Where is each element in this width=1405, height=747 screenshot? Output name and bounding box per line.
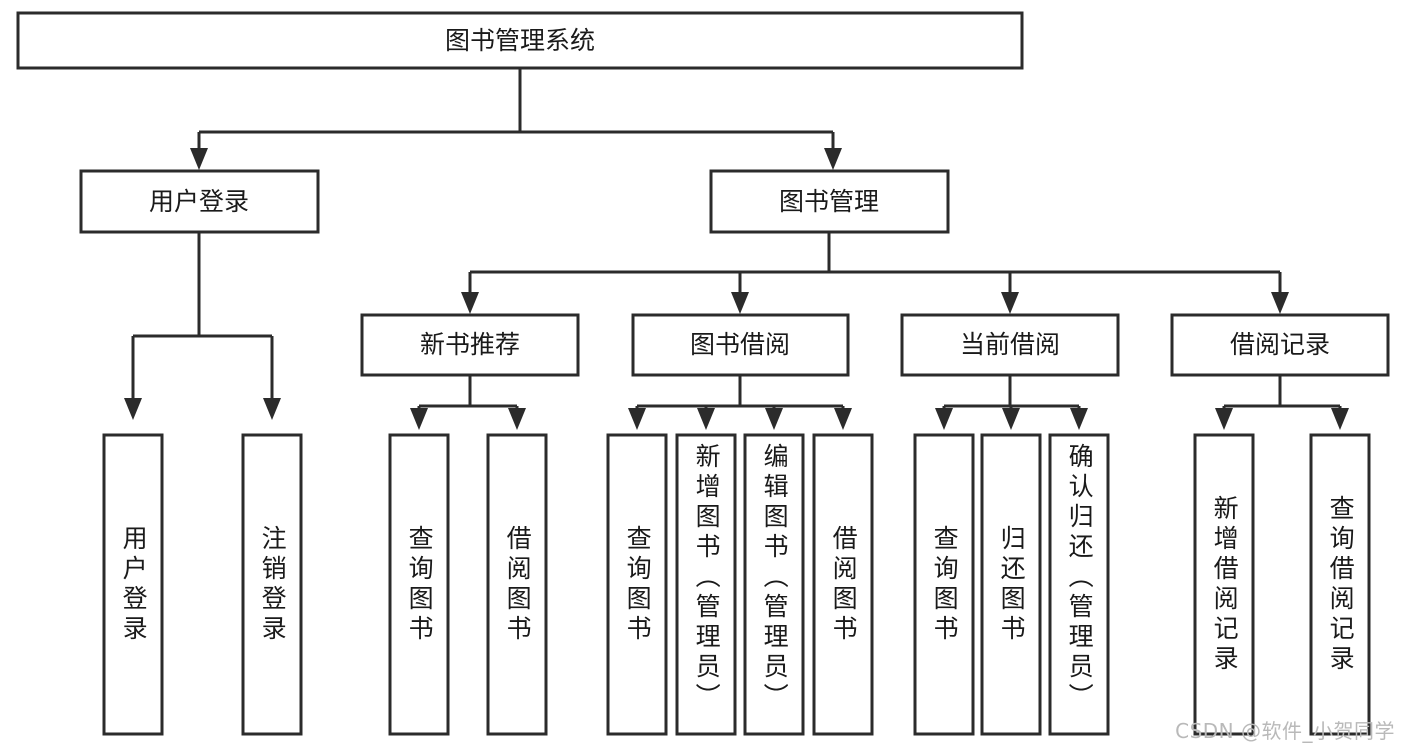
arrow-head-icon: [1002, 408, 1020, 430]
leaf-box-current-borrow-2[interactable]: [1048, 433, 1110, 736]
node-current-borrow-box[interactable]: [900, 313, 1120, 377]
node-current-borrow[interactable]: 当前借阅: [900, 313, 1120, 377]
arrow-head-icon: [1215, 408, 1233, 430]
connector-current-borrow-to-leaves: [935, 375, 1088, 430]
leaf-box-book-borrow-1[interactable]: [675, 433, 737, 736]
node-borrow-record-label: 借阅记录: [1230, 330, 1330, 359]
leaf-box-user-login-0[interactable]: [102, 433, 164, 736]
node-root[interactable]: 图书管理系统: [16, 11, 1024, 70]
arrow-head-icon: [1070, 408, 1088, 430]
arrow-head-icon: [1271, 292, 1289, 314]
node-book-borrow-label: 图书借阅: [690, 330, 790, 359]
connector-user-login-to-leaves: [124, 232, 281, 420]
leaf-box-new-book-1[interactable]: [486, 433, 548, 736]
arrow-head-icon: [697, 408, 715, 430]
leaf-box-book-borrow-3[interactable]: [812, 433, 874, 736]
leaf-box-current-borrow-0[interactable]: [913, 433, 975, 736]
node-book-management[interactable]: 图书管理: [709, 169, 950, 234]
node-new-book-recommend-box[interactable]: [360, 313, 580, 377]
node-user-login-label: 用户登录: [149, 187, 249, 216]
node-book-management-label: 图书管理: [779, 187, 879, 216]
leaf-box-borrow-record-1[interactable]: [1309, 433, 1371, 736]
watermark-text: CSDN @软件_小贺同学: [1175, 719, 1395, 743]
arrow-head-icon: [508, 408, 526, 430]
leaf-box-user-login-1[interactable]: [241, 433, 303, 736]
node-root-label: 图书管理系统: [445, 26, 595, 55]
leaf-box-new-book-0[interactable]: [388, 433, 450, 736]
arrow-head-icon: [190, 148, 208, 170]
node-root-box[interactable]: [16, 11, 1024, 70]
arrow-head-icon: [824, 148, 842, 170]
leaf-box-book-borrow-2[interactable]: [743, 433, 805, 736]
node-user-login-box[interactable]: [79, 169, 320, 234]
node-new-book-recommend[interactable]: 新书推荐: [360, 313, 580, 377]
arrow-head-icon: [410, 408, 428, 430]
arrow-head-icon: [628, 408, 646, 430]
connector-root-to-level2: [190, 68, 842, 170]
arrow-head-icon: [461, 292, 479, 314]
leaf-box-current-borrow-1[interactable]: [980, 433, 1042, 736]
arrow-head-icon: [263, 398, 281, 420]
arrow-head-icon: [1331, 408, 1349, 430]
node-borrow-record[interactable]: 借阅记录: [1170, 313, 1390, 377]
node-user-login[interactable]: 用户登录: [79, 169, 320, 234]
leaf-box-book-borrow-0[interactable]: [606, 433, 668, 736]
node-current-borrow-label: 当前借阅: [960, 330, 1060, 359]
node-new-book-recommend-label: 新书推荐: [420, 330, 520, 359]
connector-book-management-to-level3: [461, 232, 1289, 314]
arrow-head-icon: [834, 408, 852, 430]
connector-book-borrow-to-leaves: [628, 375, 852, 430]
connector-borrow-record-to-leaves: [1215, 375, 1349, 430]
arrow-head-icon: [124, 398, 142, 420]
node-book-borrow[interactable]: 图书借阅: [631, 313, 850, 377]
leaf-box-borrow-record-0[interactable]: [1193, 433, 1255, 736]
arrow-head-icon: [1001, 292, 1019, 314]
arrow-head-icon: [731, 292, 749, 314]
arrow-head-icon: [765, 408, 783, 430]
connector-new-book-recommend-to-leaves: [410, 375, 526, 430]
arrow-head-icon: [935, 408, 953, 430]
